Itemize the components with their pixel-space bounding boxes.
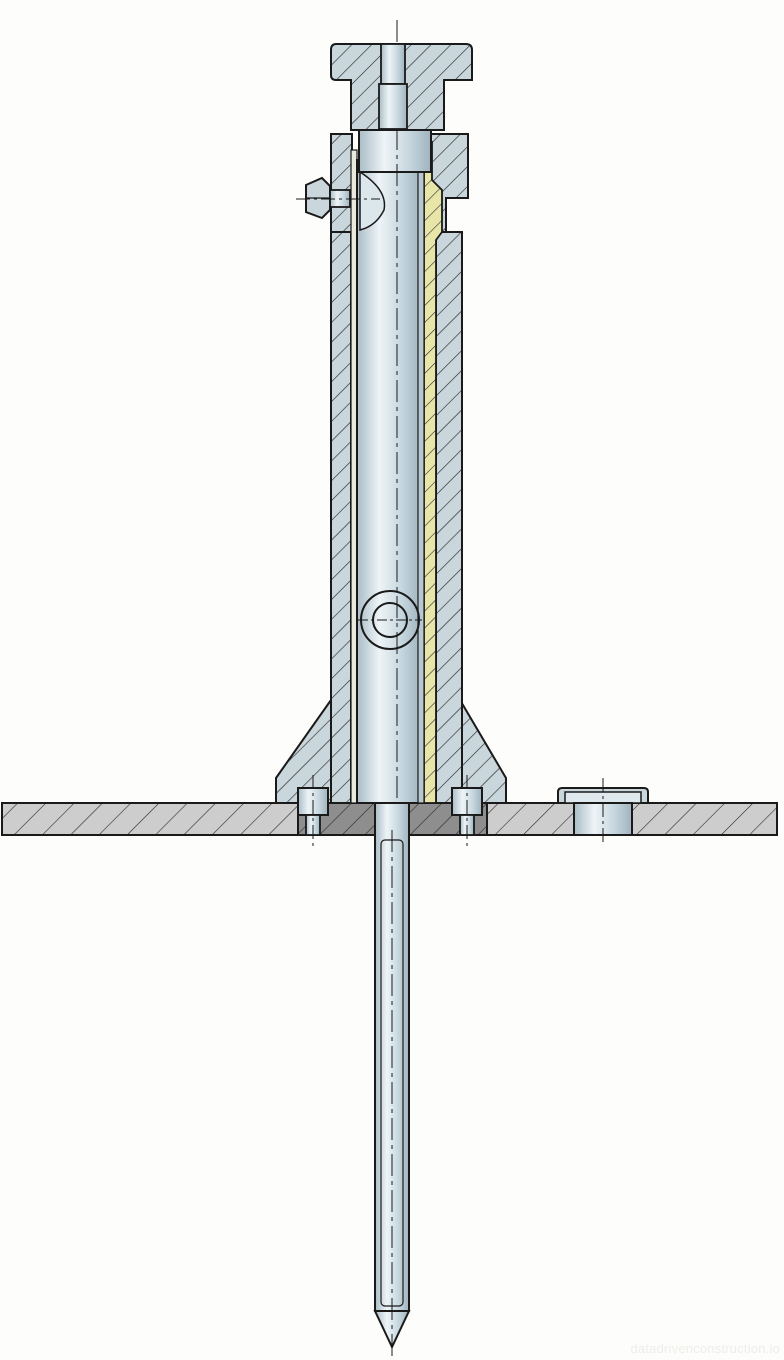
watermark-text: datadrivenconstruction.io (630, 1341, 780, 1356)
mounting-bolt-right (451, 775, 483, 850)
side-set-screw (296, 176, 380, 220)
bushing-insert (557, 778, 649, 845)
mounting-bolt-left (297, 775, 329, 850)
top-cap (330, 43, 473, 131)
housing-tube (330, 229, 463, 804)
inner-shaft (356, 20, 432, 830)
cross-hole (358, 590, 422, 650)
pointed-pin (373, 802, 411, 1356)
